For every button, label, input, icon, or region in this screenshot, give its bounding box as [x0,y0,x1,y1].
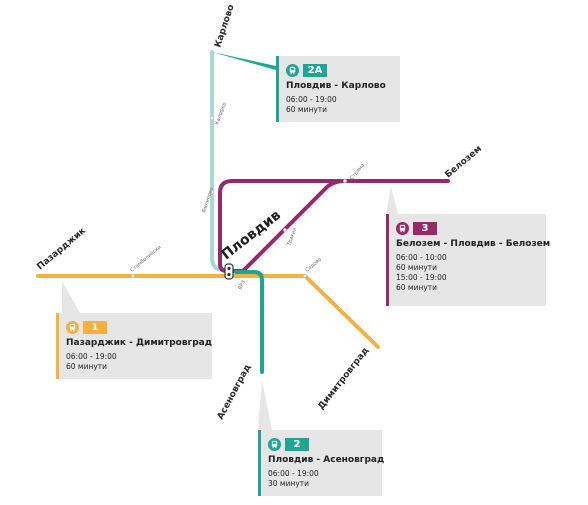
callout-pointer-2A [212,52,276,70]
route-title: Пазарджик - Димитровград [66,338,212,348]
train-icon [66,320,79,334]
route-hours: 15:00 - 19:00 [396,273,447,282]
station-dot-stamboliyski [131,274,135,278]
route-hours: 06:00 - 19:00 [286,95,337,104]
route-number-badge: 1 [83,320,107,334]
route-card-2-header: 2 [268,437,376,451]
route-card-3-accent [386,214,389,306]
route-interval: 60 минути [286,105,328,114]
route-hours: 06:00 - 19:00 [66,352,117,361]
station-markers [131,116,347,278]
station-dot-trakiya [283,228,287,232]
route-card-2A-header: 2А [286,63,394,77]
route-interval: 60 минути [396,263,438,272]
city-label-pazardzhik: Пазарджик [36,226,88,272]
route-number-badge: 2 [285,437,309,451]
route-card-1-accent [56,313,59,379]
train-icon [286,63,299,77]
station-label-trakiya: Тракия [286,227,298,247]
train-icon [268,437,281,451]
route-card-2: 2 Пловдив - Асеновград 06:00 - 19:00 30 … [258,430,385,496]
route-title: Пловдив - Карлово [286,81,386,91]
line-3-track [218,179,450,273]
route-number-badge: 2А [303,63,327,77]
station-label-stryama: Стряма [349,163,366,182]
city-label-belozem: Белозем [444,144,484,180]
route-hours: 06:00 - 10:00 [396,253,447,262]
station-label-stamboliyski: Стамболийски [129,244,163,274]
route-card-3: 3 Белозем - Пловдив - Белозем 06:00 - 10… [386,214,551,306]
route-card-2A-accent [276,56,279,122]
station-label-kalofer: Калофер [214,102,228,126]
station-dot-filipovo [210,190,214,194]
route-number-badge: 3 [413,221,437,235]
city-label-dimitrovgrad: Димитровград [316,346,371,412]
city-label-karlovo: Карлово [213,3,236,48]
route-card-3-header: 3 [396,221,540,235]
hub-station-dot-top [227,266,231,271]
station-label-vrg: ВРЗ [237,280,247,291]
route-title: Пловдив - Асеновград [268,455,385,465]
callout-pointer-1 [62,281,80,313]
route-card-1-header: 1 [66,320,206,334]
hub-station-marker [224,263,234,280]
route-hours: 06:00 - 19:00 [268,469,319,478]
station-label-sadovo: Садово [304,257,322,274]
route-card-2-accent [258,430,261,496]
route-interval: 60 минути [66,362,108,371]
hub-station-dot-bottom [227,272,231,277]
route-interval: 30 минути [268,479,310,488]
station-dot-kalofer [210,116,214,120]
city-label-asenovgrad: Асеновград [216,363,253,422]
callout-pointer-3-shape [386,186,398,214]
route-card-1: 1 Пазарджик - Димитровград 06:00 - 19:00… [56,313,212,379]
route-card-2A: 2А Пловдив - Карлово 06:00 - 19:00 60 ми… [276,56,400,122]
train-icon [396,221,409,235]
callout-pointer-2 [258,380,272,430]
route-title: Белозем - Пловдив - Белозем [396,239,551,249]
station-dot-sadovo [303,274,307,278]
station-dot-stryama [343,179,347,183]
hub-label-plovdiv: Пловдив [219,207,284,263]
line-2-track [234,270,264,374]
route-interval: 60 минути [396,283,438,292]
